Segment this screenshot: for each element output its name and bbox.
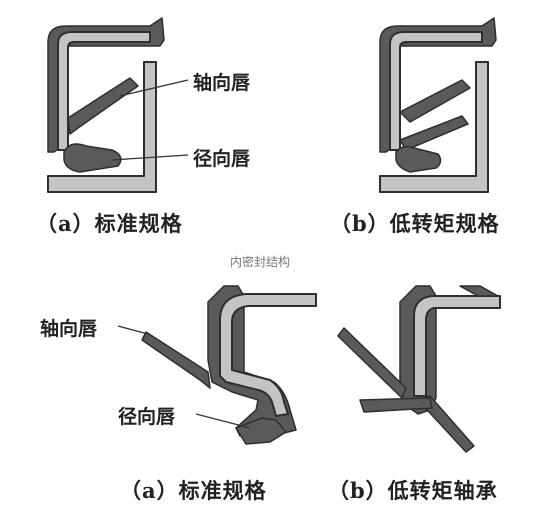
- top-right-shaft: [379, 61, 489, 193]
- top-right-axial-lip-1: [399, 79, 471, 123]
- top-left-radial-lip-label: 径向唇: [193, 148, 251, 170]
- bottom-left-caption: （a）标准规格: [120, 478, 267, 503]
- bottom-right-caption: （b）低转矩轴承: [328, 478, 498, 503]
- bottom-right-lip-upper: [337, 327, 407, 399]
- watermark-text: 内密封结构: [230, 255, 291, 269]
- top-left-insert: [57, 31, 151, 151]
- bottom-right-insert: [413, 295, 501, 397]
- bottom-left-axial-lip: [141, 331, 211, 389]
- top-left-caption: （a）标准规格: [36, 211, 183, 236]
- top-right-radial-lip: [395, 145, 442, 173]
- bottom-right-flange-lip: [459, 285, 499, 297]
- bottom-left-seal: [117, 285, 317, 445]
- bottom-left-radial-leader: [195, 413, 251, 429]
- top-left-seal: [47, 17, 189, 193]
- bottom-left-radial-lip-label: 径向唇: [118, 406, 176, 428]
- bottom-left-radial-lip: [235, 417, 287, 445]
- bottom-right-seal: [337, 285, 501, 453]
- top-left-radial-lip: [63, 143, 122, 173]
- top-left-radial-leader: [111, 154, 189, 161]
- bottom-left-axial-leader: [117, 325, 149, 335]
- bottom-left-insert: [219, 293, 317, 417]
- bottom-right-lip-lower: [417, 395, 475, 453]
- top-right-insert: [389, 31, 483, 151]
- top-right-caption: （b）低转矩规格: [330, 211, 500, 236]
- top-left-axial-lip-label: 轴向唇: [193, 72, 251, 94]
- top-right-seal: [379, 17, 497, 193]
- top-left-axial-leader: [119, 79, 189, 97]
- bottom-left-axial-lip-label: 轴向唇: [40, 318, 98, 340]
- bottom-right-base: [359, 397, 433, 413]
- top-left-axial-lip: [67, 77, 139, 135]
- top-left-shaft: [47, 61, 157, 193]
